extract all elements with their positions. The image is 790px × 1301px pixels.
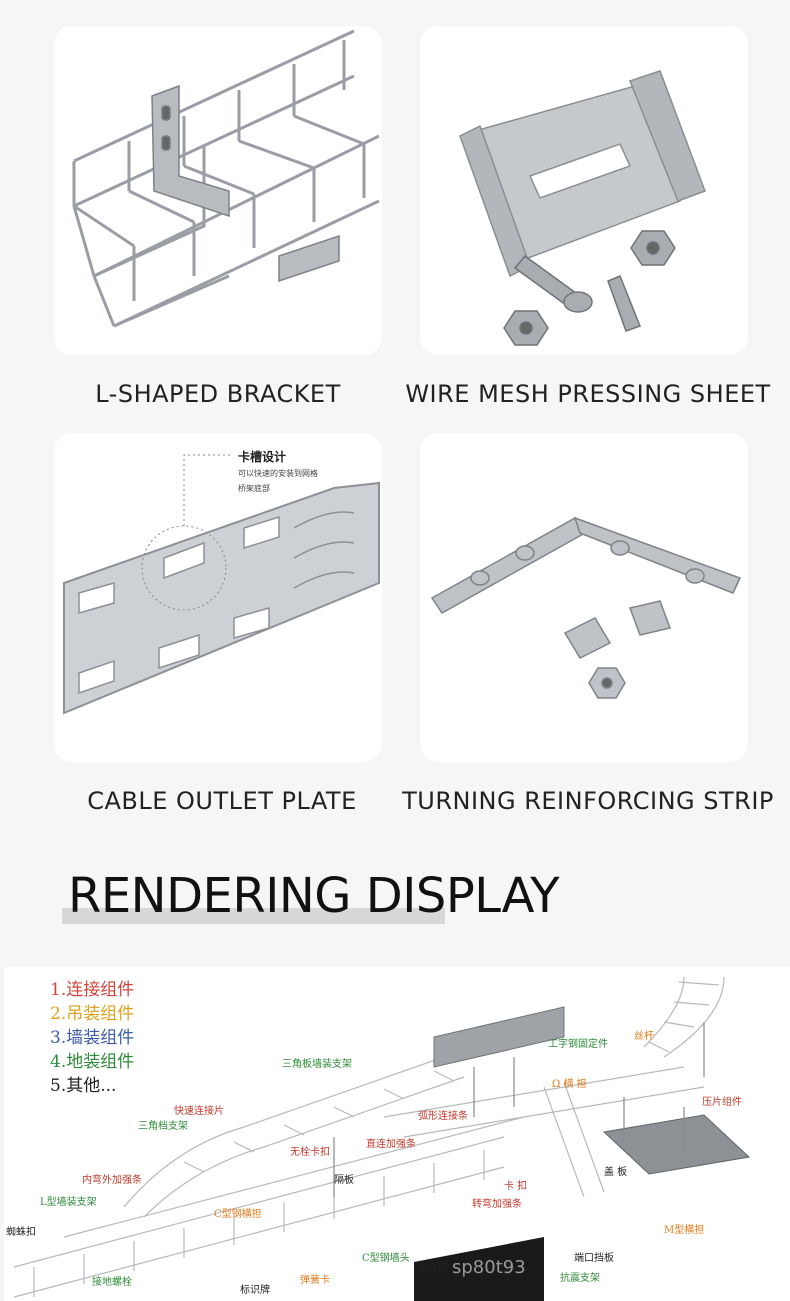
label-cover: 盖 板	[604, 1167, 628, 1178]
label-end-block: 端口挡板	[574, 1253, 614, 1264]
label-tri-block: 三角档支架	[138, 1121, 188, 1132]
label-i-beam: 工字钢固定件	[548, 1039, 608, 1050]
caption-l-shaped-bracket: L-SHAPED BRACKET	[95, 380, 341, 408]
label-spider: 蜘蛛扣	[6, 1227, 36, 1238]
turning-reinforcing-strip-image	[430, 516, 742, 699]
callout-line-1: 可以快速的安装到网格	[238, 469, 318, 478]
cable-tray-system-illustration	[13, 976, 751, 1301]
caption-turning-reinforcing-strip: TURNING REINFORCING STRIP	[402, 787, 774, 815]
cable-outlet-plate-image	[63, 454, 380, 715]
label-turn-reinf: 转弯加强条	[472, 1199, 522, 1210]
label-spring: 弹簧卡	[300, 1275, 330, 1286]
callout-title: 卡槽设计	[238, 450, 287, 464]
label-no-bolt: 无栓卡扣	[290, 1147, 330, 1158]
label-threaded-rod: 丝杆	[634, 1031, 654, 1042]
label-arc-conn: 弧形连接条	[418, 1111, 468, 1122]
section-title: RENDERING DISPLAY	[68, 868, 560, 924]
product-card-cable-outlet-plate: 卡槽设计 可以快速的安装到网格 桥架底部	[54, 433, 382, 762]
label-outlet: 出线口	[418, 1263, 448, 1274]
section-title-underline	[62, 908, 445, 924]
label-quick-conn: 快速连接片	[174, 1106, 224, 1117]
legend-item-floor: 4.地装组件	[50, 1052, 135, 1072]
label-omega: Ω 横 担	[552, 1079, 587, 1090]
label-tri-wall: 三角板墙装支架	[282, 1059, 352, 1070]
legend-item-connection: 1.连接组件	[50, 980, 135, 1000]
legend-item-other: 5.其他...	[50, 1076, 117, 1096]
label-inner-outer: 内弯外加强条	[82, 1175, 142, 1186]
l-shaped-bracket-image	[72, 29, 380, 328]
rendering-diagram: 1.连接组件 2.吊装组件 3.墙装组件 4.地装组件 5.其他... 三角板墙…	[4, 967, 790, 1301]
product-card-wire-mesh-pressing-sheet	[420, 26, 748, 355]
label-clip: 卡 扣	[504, 1181, 528, 1192]
label-clamp: 压片组件	[702, 1097, 742, 1108]
label-sign: 标识牌	[240, 1285, 270, 1296]
caption-cable-outlet-plate: CABLE OUTLET PLATE	[87, 787, 357, 815]
product-card-l-shaped-bracket	[54, 26, 382, 355]
product-card-turning-reinforcing-strip	[420, 433, 748, 762]
legend-item-hanging: 2.吊装组件	[50, 1004, 135, 1024]
callout-line-2: 桥架底部	[238, 484, 270, 493]
label-ground-bolt: 接地螺栓	[92, 1277, 132, 1288]
label-m-beam: M型横担	[664, 1225, 705, 1236]
caption-wire-mesh-pressing-sheet: WIRE MESH PRESSING SHEET	[405, 380, 771, 408]
legend-item-wall: 3.墙装组件	[50, 1028, 135, 1048]
label-c-head: C型钢墙头	[362, 1253, 410, 1264]
wire-mesh-pressing-sheet-image	[459, 70, 706, 346]
label-straight-reinf: 直连加强条	[366, 1139, 416, 1150]
label-l-wall: L型墙装支架	[40, 1197, 97, 1208]
watermark: sp80t93	[452, 1257, 526, 1278]
label-divider: 隔板	[334, 1175, 354, 1186]
label-c-beam: C型钢横担	[214, 1209, 262, 1220]
label-anti-shock: 抗震支架	[560, 1273, 600, 1284]
